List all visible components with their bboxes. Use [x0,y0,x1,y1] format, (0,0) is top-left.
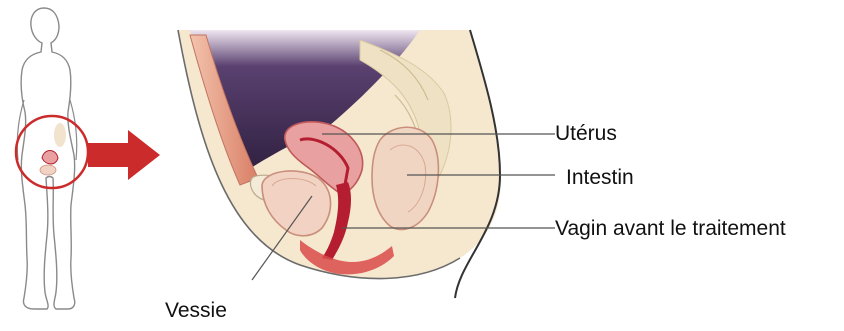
label-uterus: Utérus [555,123,617,144]
body-silhouette-icon [17,8,77,309]
label-intestine: Intestin [566,167,634,188]
label-vagina: Vagin avant le traitement [555,218,786,239]
magnify-arrow-icon [88,130,160,180]
pelvis-cross-section [170,20,510,300]
label-bladder: Vessie [165,300,227,321]
